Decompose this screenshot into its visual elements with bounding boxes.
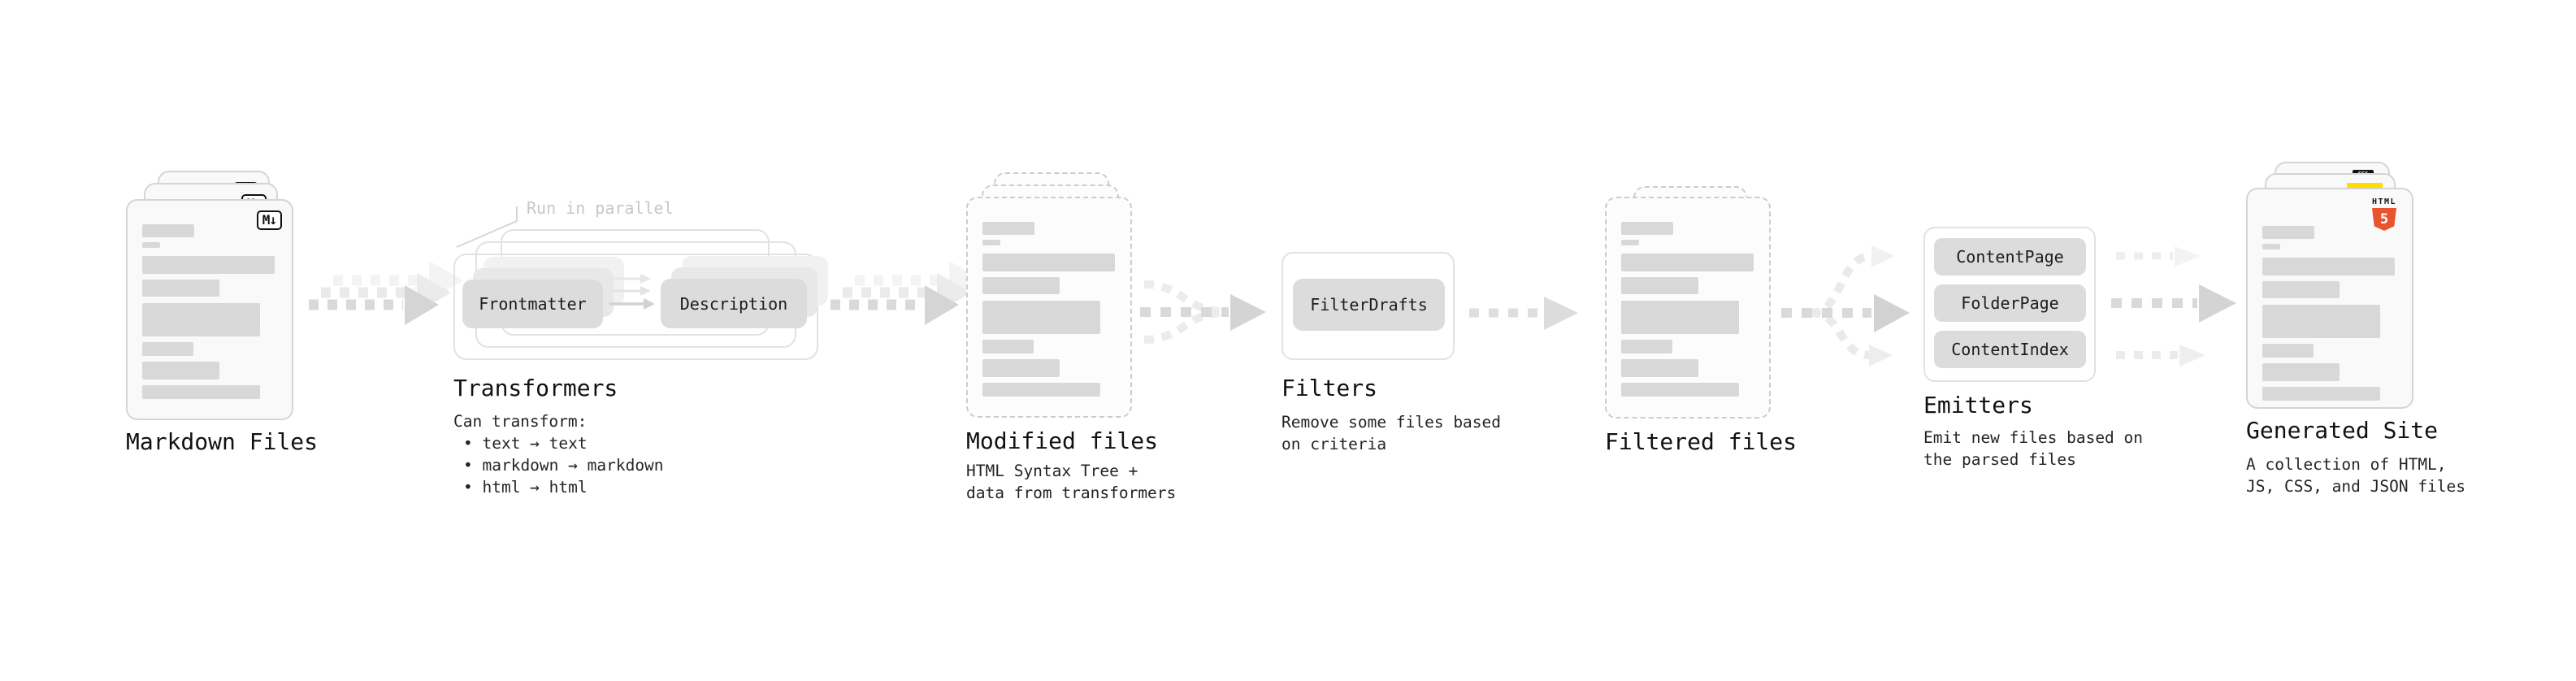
placeholder-bar [982, 222, 1034, 235]
placeholder-bar [1621, 383, 1739, 397]
modified-doc-card-front [966, 197, 1132, 418]
arrow-filters-to-filtered [1469, 297, 1578, 330]
arrow-modified-to-filters [1140, 280, 1266, 344]
markdown-doc-card-front: M↓ [126, 199, 293, 420]
stage-title: Transformers [453, 375, 618, 401]
placeholder-bar [982, 301, 1100, 334]
placeholder-bar [2262, 281, 2340, 298]
emitter-chip-contentindex: ContentIndex [1934, 331, 2086, 368]
placeholder-bar [982, 240, 1000, 245]
placeholder-bar [142, 242, 160, 248]
placeholder-bar [2262, 387, 2380, 401]
placeholder-bar [142, 342, 193, 356]
placeholder-bar [982, 277, 1060, 294]
placeholder-bar [982, 254, 1115, 271]
placeholder-bar [142, 280, 219, 297]
transformer-chip-description: Description [661, 279, 807, 328]
placeholder-bar [2262, 244, 2280, 249]
placeholder-bar [142, 362, 219, 380]
stage-description-line: • html → html [463, 478, 588, 497]
arrow-filtered-to-emitters [1781, 245, 1910, 367]
html5-icon: HTML 5 [2366, 197, 2402, 231]
stage-description-line: A collection of HTML, [2246, 455, 2447, 474]
placeholder-bar [1621, 301, 1739, 334]
placeholder-bar [1621, 254, 1754, 271]
placeholder-bar [982, 359, 1060, 377]
stage-title: Emitters [1923, 392, 2033, 419]
placeholder-bar [2262, 258, 2395, 275]
generated-doc-card-html: HTML 5 [2246, 188, 2413, 409]
placeholder-bar [2262, 305, 2380, 338]
transformer-layer-box-front [453, 254, 818, 360]
stage-description-line: data from transformers [966, 484, 1177, 502]
placeholder-bar [1621, 222, 1673, 235]
stage-description-line: Remove some files based [1281, 413, 1502, 432]
placeholder-bar [2262, 344, 2314, 358]
placeholder-bar [142, 385, 260, 399]
stage-description-line: • markdown → markdown [463, 456, 664, 475]
stage-description-line: HTML Syntax Tree + [966, 462, 1138, 480]
transformer-chip-frontmatter: Frontmatter [462, 280, 603, 328]
stage-description-line: • text → text [463, 434, 588, 453]
arrow-markdown-to-transformers [309, 261, 463, 325]
stage-description-line: JS, CSS, and JSON files [2246, 477, 2466, 496]
stage-title: Filters [1281, 375, 1378, 401]
placeholder-bar [1621, 240, 1639, 245]
emitter-chip-folderpage: FolderPage [1934, 284, 2086, 322]
placeholder-bar [2262, 363, 2340, 381]
note-connector-line [456, 206, 518, 248]
placeholder-bar [1621, 359, 1698, 377]
placeholder-bar [982, 383, 1100, 397]
stage-title: Markdown Files [126, 428, 319, 455]
stage-description-line: the parsed files [1923, 450, 2076, 469]
parallel-arrows [609, 274, 655, 310]
placeholder-bar [2262, 226, 2314, 239]
run-in-parallel-note: Run in parallel [527, 198, 674, 218]
markdown-icon: M↓ [256, 210, 282, 230]
stage-title: Modified files [966, 427, 1159, 454]
filtered-doc-card-front [1605, 197, 1771, 419]
stage-title: Filtered files [1605, 428, 1798, 455]
stage-description-line: Emit new files based on [1923, 428, 2144, 447]
placeholder-bar [982, 340, 1034, 354]
arrow-transformers-to-modified [830, 261, 983, 325]
stage-description-line: on criteria [1281, 435, 1387, 453]
arrow-emitters-to-generated [2111, 246, 2236, 367]
stage-description-line: Can transform: [453, 412, 588, 431]
filter-chip-filterdrafts: FilterDrafts [1293, 279, 1445, 331]
placeholder-bar [1621, 340, 1672, 354]
placeholder-bar [142, 303, 260, 336]
stage-title: Generated Site [2246, 417, 2439, 444]
emitter-chip-contentpage: ContentPage [1934, 238, 2086, 275]
placeholder-bar [1621, 277, 1698, 294]
placeholder-bar [142, 224, 194, 237]
placeholder-bar [142, 256, 275, 274]
